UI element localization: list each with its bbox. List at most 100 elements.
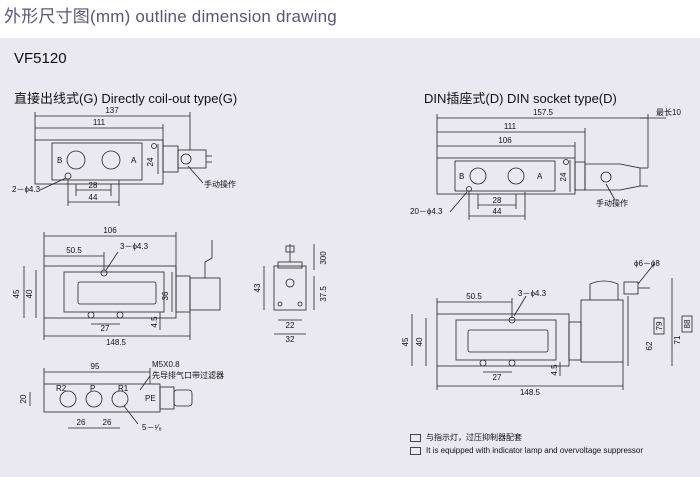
dim-44: 44 <box>493 207 502 216</box>
dim-79: 79 <box>655 321 664 330</box>
dim-28: 28 <box>493 196 502 205</box>
leader-line <box>123 405 139 425</box>
manual-operation-label: 手动操作 <box>596 198 628 208</box>
note-box-icon <box>410 446 421 455</box>
coil-housing <box>189 277 221 311</box>
hole-spec: 2－ϕ4.3 <box>12 185 41 194</box>
port-b-circle <box>469 167 487 185</box>
dim-box-88 <box>681 315 693 333</box>
side-body-outline <box>273 265 307 311</box>
valve-body-inner <box>51 142 143 181</box>
section-title-coil-out: 直接出线式(G) Directly coil-out type(G) <box>14 91 238 106</box>
dim-50-5: 50.5 <box>66 246 82 255</box>
mount-hole <box>116 311 124 319</box>
mount-hole <box>151 143 157 149</box>
label-p: P <box>90 384 95 393</box>
page-title: 外形尺寸图(mm) outline dimension drawing <box>4 7 337 26</box>
dim-45: 45 <box>12 289 21 298</box>
leader-line <box>105 251 119 271</box>
right-top-view: 157.5 111 106 28 44 24 最长10 20－ϕ4.3 手动操作… <box>410 107 681 220</box>
wire-gland <box>285 245 295 253</box>
note-text: 与指示灯，过压抑制器配套 <box>426 433 522 442</box>
dim-36: 36 <box>161 291 170 300</box>
coil-housing <box>580 299 624 363</box>
dim-22: 22 <box>286 321 295 330</box>
dim-88: 88 <box>683 319 692 328</box>
dim-43: 43 <box>253 283 262 292</box>
mount-hole <box>479 359 487 367</box>
mount-hole <box>64 172 72 180</box>
hole-spec: 3－ϕ4.3 <box>120 242 149 251</box>
label-pe: PE <box>145 394 156 403</box>
din-socket <box>589 280 619 300</box>
manual-override-icon <box>600 171 612 183</box>
dim-62: 62 <box>645 341 654 350</box>
port-a-circle <box>101 150 121 170</box>
leader-line <box>605 183 616 201</box>
valve-body-outline <box>34 139 164 185</box>
dim-45: 45 <box>401 337 410 346</box>
dim-40: 40 <box>415 337 424 346</box>
dim-37-5: 37.5 <box>319 286 328 302</box>
solenoid-block <box>568 321 582 361</box>
dim-106: 106 <box>103 226 117 235</box>
dim-20: 20 <box>19 394 28 403</box>
leader-line <box>39 177 67 191</box>
solenoid-block <box>175 275 191 313</box>
label-r2: R2 <box>56 384 67 393</box>
left-side-view: 43 300 37.5 22 32 <box>253 244 328 344</box>
valve-body-inner <box>455 319 557 361</box>
dim-27: 27 <box>101 324 110 333</box>
valve-body-inner <box>454 160 556 192</box>
thread-spec: M5X0.8 <box>152 360 180 369</box>
valve-body-outline <box>436 157 576 195</box>
dim-4-5: 4.5 <box>150 316 159 328</box>
dim-32: 32 <box>286 335 295 344</box>
dim-24: 24 <box>559 172 568 181</box>
port-r1 <box>111 390 129 408</box>
port-a-label: A <box>131 156 137 165</box>
din-connector <box>584 163 641 191</box>
spool-window <box>467 329 549 353</box>
section-title-din-socket: DIN插座式(D) DIN socket type(D) <box>424 91 617 106</box>
dim-26: 26 <box>103 418 112 427</box>
hole-spec: 20－ϕ4.3 <box>410 207 443 216</box>
leader-line <box>139 375 151 391</box>
dim-148-5: 148.5 <box>520 388 541 397</box>
mount-hole <box>87 311 95 319</box>
side-port <box>285 278 295 288</box>
cable-diameter-spec: ϕ6－ϕ8 <box>634 259 660 268</box>
dim-26: 26 <box>77 418 86 427</box>
dim-28: 28 <box>89 181 98 190</box>
manual-override-icon <box>180 153 192 165</box>
dim-40: 40 <box>25 289 34 298</box>
cable-gland <box>623 281 639 295</box>
note-indicator-en: It is equipped with indicator lamp and o… <box>410 446 643 455</box>
mount-hole <box>563 159 569 165</box>
dim-300: 300 <box>319 251 328 265</box>
model-number: VF5120 <box>14 50 67 67</box>
dim-137: 137 <box>105 106 119 115</box>
manual-operation-label: 手动操作 <box>204 179 236 189</box>
dim-111: 111 <box>504 122 517 131</box>
leader-line <box>637 263 655 285</box>
right-front-view: 50.5 3－ϕ4.3 ϕ6－ϕ8 45 40 4.5 27 148.5 62 … <box>401 259 693 397</box>
dim-95: 95 <box>91 362 100 371</box>
mount-hole <box>508 359 516 367</box>
dim-44: 44 <box>89 193 98 202</box>
left-front-view: 106 50.5 3－ϕ4.3 45 40 36 4.5 27 148.5 <box>12 226 221 347</box>
port-b-label: B <box>57 156 62 165</box>
dim-111: 111 <box>93 118 106 127</box>
dim-148-5: 148.5 <box>106 338 127 347</box>
side-cap <box>277 261 303 269</box>
port-r2 <box>59 390 77 408</box>
solenoid-block <box>162 145 179 173</box>
leader-line <box>187 165 204 184</box>
spool-window <box>77 281 157 305</box>
pilot-block <box>159 386 175 410</box>
left-top-view: 137 111 28 44 24 2－ϕ4.3 手动操作 B A <box>12 106 236 206</box>
port-thread-spec: 5－¹⁄₈ <box>142 423 162 432</box>
valve-body-outline <box>436 313 570 367</box>
pilot-filter <box>173 389 193 407</box>
leader-line <box>449 191 468 213</box>
